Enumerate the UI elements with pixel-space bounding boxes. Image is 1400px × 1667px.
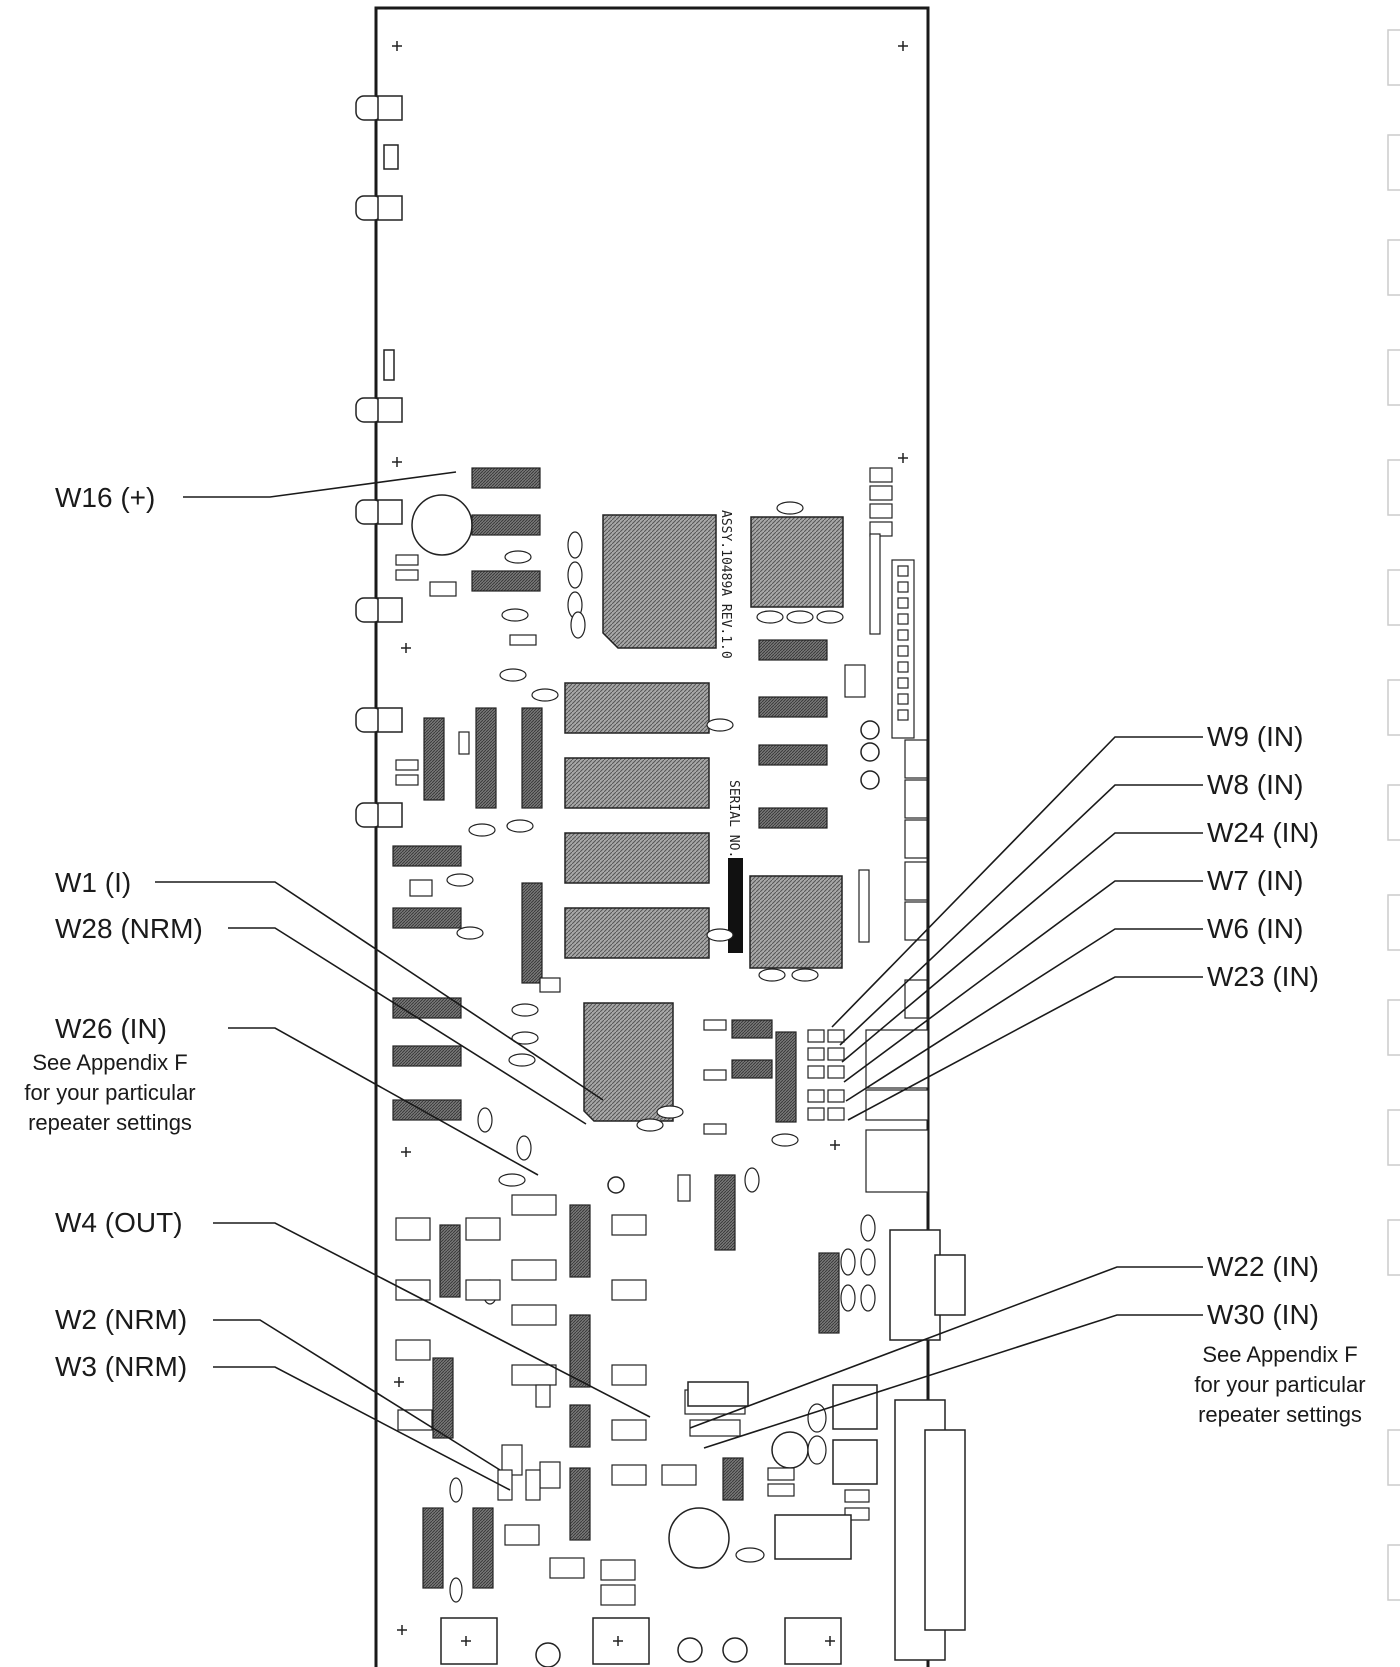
callout-w9: W9 (IN)	[1207, 721, 1304, 752]
leader-w23	[847, 976, 1203, 1121]
note-right-line-2: for your particular	[1194, 1372, 1366, 1397]
note-left-line-1: See Appendix F	[32, 1050, 188, 1075]
note-right-line-1: See Appendix F	[1202, 1342, 1358, 1367]
note-left-line-2: for your particular	[24, 1080, 196, 1105]
large-ics	[564, 514, 844, 1122]
callout-w30: W30 (IN)	[1207, 1299, 1319, 1330]
callout-w8: W8 (IN)	[1207, 769, 1304, 800]
page-edge-tabs	[1387, 29, 1400, 1601]
jumper-block-right	[807, 1029, 845, 1121]
passive-components	[395, 467, 893, 1603]
note-right-line-3: repeater settings	[1198, 1402, 1362, 1427]
mounting-marks	[392, 41, 913, 1635]
leader-w9	[831, 736, 1203, 1028]
callout-w22: W22 (IN)	[1207, 1251, 1319, 1282]
leader-w7	[843, 880, 1203, 1083]
leader-w3	[213, 1366, 511, 1491]
edge-leds	[355, 95, 403, 828]
serial-text: SERIAL NO.	[726, 780, 741, 858]
callout-w6: W6 (IN)	[1207, 913, 1304, 944]
leader-w4	[213, 1222, 651, 1418]
leader-w24	[841, 832, 1203, 1063]
dip-ics	[392, 467, 840, 1589]
appendix-note-left: See Appendix F for your particular repea…	[10, 1048, 210, 1138]
leader-w6	[845, 928, 1203, 1102]
callout-w1: W1 (I)	[55, 867, 132, 898]
assembly-text: ASSY.10489A REV.1.0	[718, 510, 733, 659]
callout-w3: W3 (NRM)	[55, 1351, 188, 1382]
leader-w8	[839, 784, 1203, 1046]
leader-w28	[228, 927, 587, 1125]
callout-w23: W23 (IN)	[1207, 961, 1319, 992]
callout-w7: W7 (IN)	[1207, 865, 1304, 896]
resistor-clusters	[395, 1194, 697, 1606]
board-outline	[374, 6, 930, 1667]
leader-w1	[155, 881, 604, 1101]
appendix-note-right: See Appendix F for your particular repea…	[1175, 1340, 1385, 1430]
headers	[858, 533, 929, 1193]
leader-w22	[689, 1266, 1203, 1429]
leader-w26	[228, 1027, 539, 1176]
leader-w16	[183, 471, 457, 498]
note-left-line-3: repeater settings	[28, 1110, 192, 1135]
leader-lines	[155, 471, 1203, 1491]
serial-bar	[728, 858, 743, 953]
callout-w16: W16 (+)	[55, 482, 156, 513]
callout-w4: W4 (OUT)	[55, 1207, 183, 1238]
callout-w26: W26 (IN)	[55, 1013, 167, 1044]
regulators	[440, 1617, 842, 1665]
leader-w2	[213, 1319, 501, 1471]
callout-w28: W28 (NRM)	[55, 913, 203, 944]
edge-connectors	[687, 1229, 966, 1661]
callout-w24: W24 (IN)	[1207, 817, 1319, 848]
leader-w30	[703, 1314, 1203, 1449]
callout-w2: W2 (NRM)	[55, 1304, 188, 1335]
